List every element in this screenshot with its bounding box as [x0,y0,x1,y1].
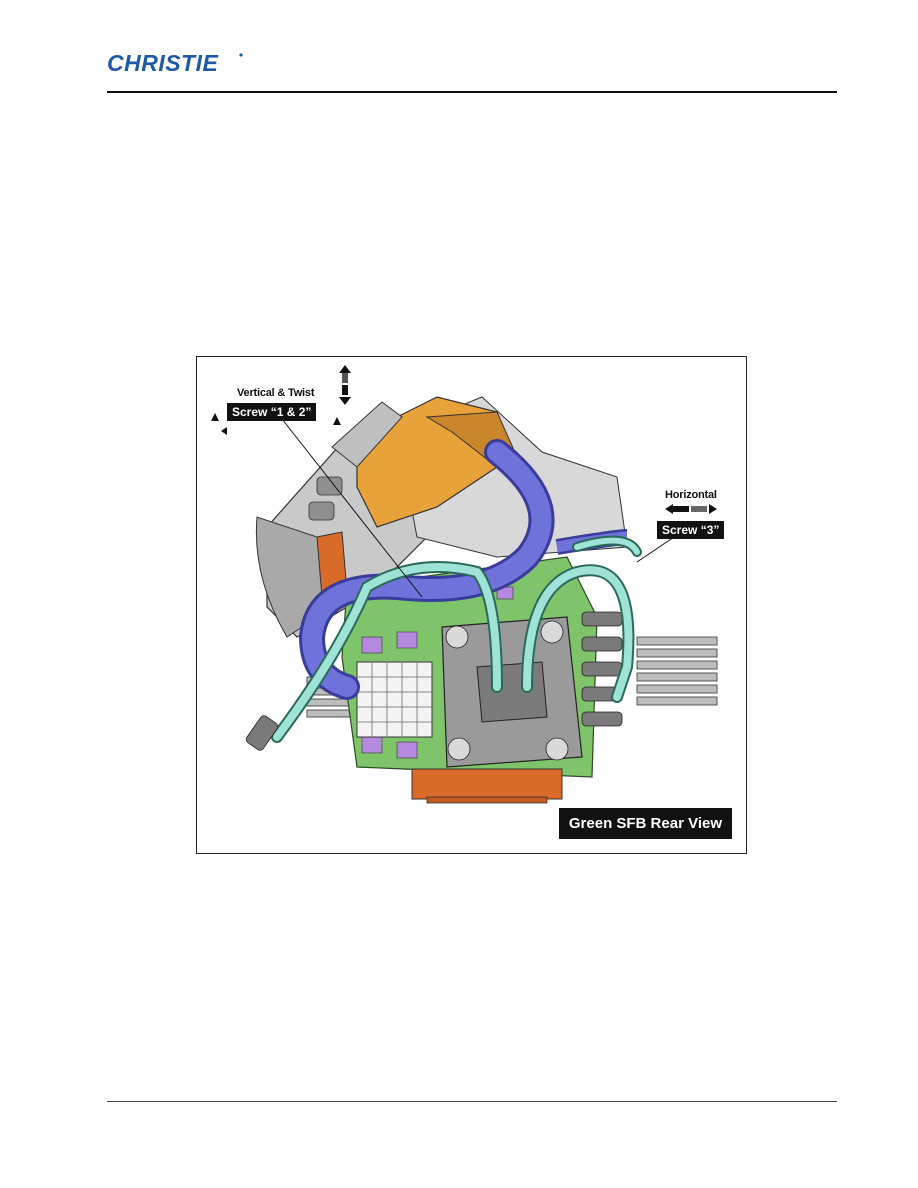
logo-text: CHRISTIE [107,50,219,76]
figure-green-sfb-rear-view: Vertical & Twist Screw “1 & 2” Horizonta… [196,356,747,854]
horizontal-arrow-icon [665,504,717,514]
callout-horizontal-title: Horizontal [665,489,717,501]
twist-arrow-icon [211,413,341,435]
callout-vertical-twist-title: Vertical & Twist [237,387,315,399]
christie-logo: CHRISTIE [107,50,247,76]
callout-screw-3: Screw “3” [657,521,725,539]
callout-screw-1-2: Screw “1 & 2” [227,403,317,421]
figure-caption: Green SFB Rear View [558,808,732,839]
christie-logo-mark: CHRISTIE [107,50,243,76]
footer-rule [107,1101,837,1102]
header-rule [107,91,837,93]
sfb-illustration [211,365,718,804]
vertical-arrow-icon [339,365,351,405]
